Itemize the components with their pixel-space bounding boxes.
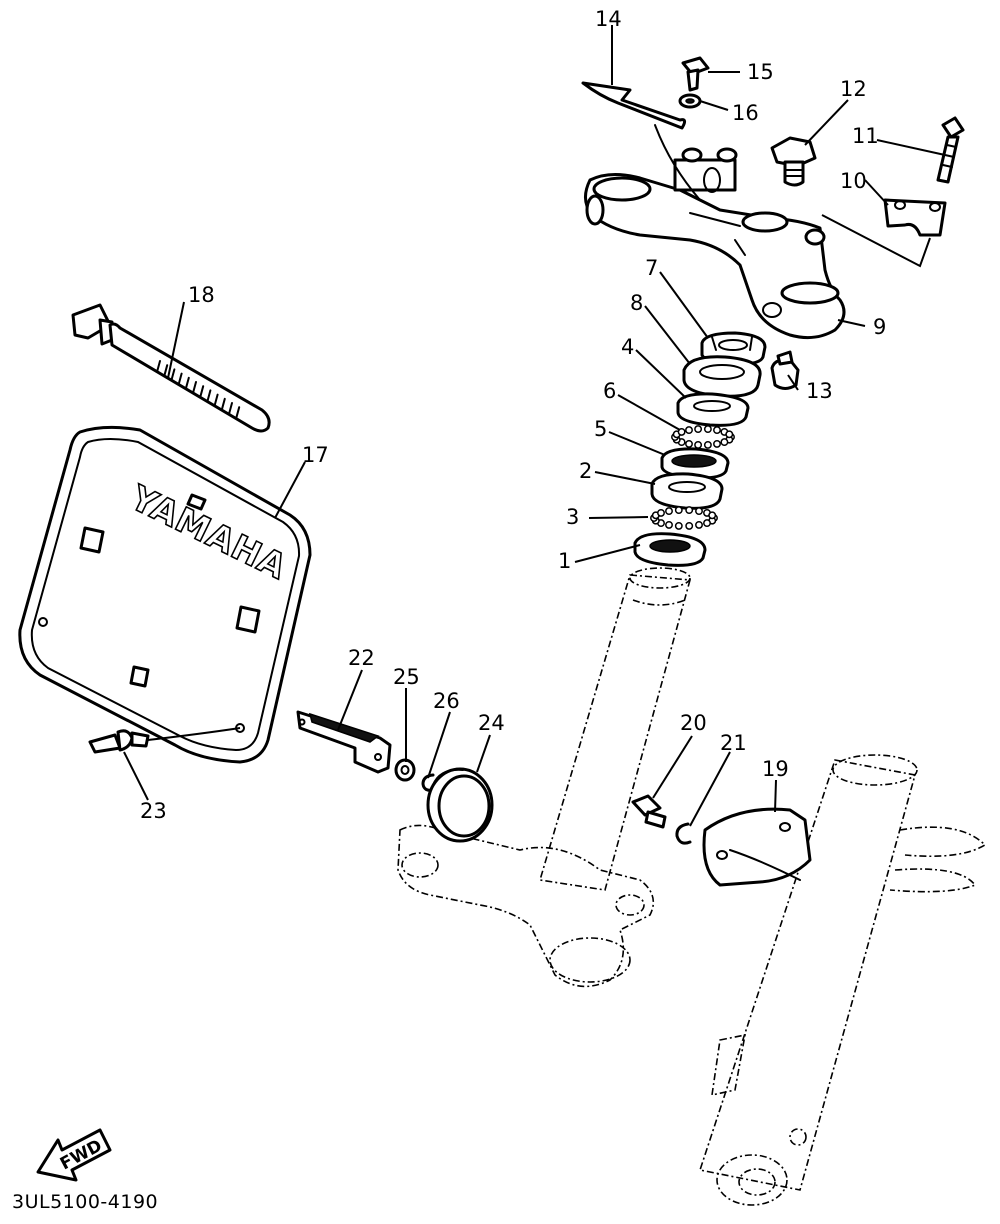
bearing-ball xyxy=(703,425,712,434)
bearing-ball xyxy=(685,521,694,530)
callout-24: 24 xyxy=(478,711,505,735)
cable-guide-bracket xyxy=(702,807,812,887)
tie-tooth xyxy=(184,376,190,390)
bearing-ball xyxy=(708,511,717,520)
bearing-race-4 xyxy=(676,392,750,427)
callout-1: 1 xyxy=(558,549,571,573)
tie-tooth xyxy=(220,397,226,411)
bearing-ball xyxy=(665,507,673,516)
callout-21: 21 xyxy=(720,731,747,755)
tie-tooth xyxy=(192,381,197,394)
wire-guide-14 xyxy=(581,81,701,201)
ball-race-1 xyxy=(633,532,707,567)
callout-8: 8 xyxy=(630,291,643,315)
tie-tooth xyxy=(235,406,241,420)
callout-26: 26 xyxy=(433,689,460,713)
bearing-ball xyxy=(725,430,734,439)
bearing-ball xyxy=(703,519,711,528)
rivet-leader xyxy=(147,727,241,741)
bearing-ball xyxy=(665,520,673,529)
callout-17: 17 xyxy=(302,443,329,467)
callout-6: 6 xyxy=(603,379,616,403)
bearing-ball xyxy=(685,426,693,435)
front-fork-tube xyxy=(698,754,987,1206)
drawing-code: 3UL5100-4190 xyxy=(12,1191,158,1213)
callout-19: 19 xyxy=(762,757,789,781)
leader-lines xyxy=(123,25,946,827)
bearing-ball xyxy=(694,425,703,434)
bearing-ball xyxy=(713,426,721,435)
tie-tooth xyxy=(228,402,233,415)
bearing-cover-8 xyxy=(682,355,762,398)
callout-23: 23 xyxy=(140,799,167,823)
bearing-ball xyxy=(695,520,703,529)
tie-tooth xyxy=(156,360,161,373)
callout-25: 25 xyxy=(393,665,420,689)
steering-stem xyxy=(538,567,692,891)
washer-21 xyxy=(675,822,692,845)
callout-20: 20 xyxy=(680,711,707,735)
cap-24 xyxy=(426,767,494,843)
tie-tooth xyxy=(206,389,212,403)
upper-bracket xyxy=(584,147,846,340)
number-plate-17: YAMAHA xyxy=(18,425,312,764)
lower-bracket-outline xyxy=(397,824,655,988)
ball-bearings-3 xyxy=(650,506,718,530)
bearing-ball xyxy=(685,439,693,448)
tie-tooth xyxy=(213,393,219,407)
tie-tooth xyxy=(199,385,205,399)
handlebar-bolt-11 xyxy=(936,116,965,184)
bearing-ball xyxy=(674,506,683,515)
bearing-ball xyxy=(677,427,686,436)
fwd-arrow-icon: FWD xyxy=(36,1128,112,1182)
cable-tie-18 xyxy=(71,303,271,433)
tie-tooth xyxy=(177,372,183,386)
callout-13: 13 xyxy=(806,379,833,403)
callout-22: 22 xyxy=(348,646,375,670)
bearing-ball xyxy=(695,507,703,516)
callout-4: 4 xyxy=(621,335,634,359)
callout-3: 3 xyxy=(566,505,579,529)
callout-2: 2 xyxy=(579,459,592,483)
holder-leader xyxy=(821,214,931,268)
bearing-ball xyxy=(694,440,703,449)
ball-bearings-6 xyxy=(671,425,735,449)
callout-14: 14 xyxy=(595,7,622,31)
callout-16: 16 xyxy=(732,101,759,125)
bearing-ball xyxy=(674,521,683,530)
callout-9: 9 xyxy=(873,315,886,339)
bearing-ball xyxy=(720,438,729,447)
callout-10: 10 xyxy=(840,169,867,193)
callout-5: 5 xyxy=(594,417,607,441)
callout-18: 18 xyxy=(188,283,215,307)
handlebar-holder xyxy=(883,198,947,237)
callout-15: 15 xyxy=(747,60,774,84)
tie-tooth xyxy=(170,368,176,382)
bolt-15 xyxy=(681,56,710,92)
bearing-ball xyxy=(713,439,721,448)
washer-25 xyxy=(394,758,416,782)
callout-7: 7 xyxy=(645,256,658,280)
plastic-rivet-23 xyxy=(88,729,150,754)
bearing-ball xyxy=(685,506,694,515)
callout-11: 11 xyxy=(852,124,879,148)
bearing-ball xyxy=(657,508,665,517)
callout-12: 12 xyxy=(840,77,867,101)
plate-bracket-22 xyxy=(296,710,392,774)
bearing-ball xyxy=(703,440,712,449)
tie-tooth xyxy=(163,364,169,378)
stem-bolt-12 xyxy=(770,136,817,187)
ball-race-2 xyxy=(650,472,724,510)
washer-16 xyxy=(678,93,702,109)
bolt-20 xyxy=(631,794,667,829)
callout-labels: 14 15 16 12 11 10 9 7 8 4 6 5 2 3 1 13 1… xyxy=(140,7,886,823)
